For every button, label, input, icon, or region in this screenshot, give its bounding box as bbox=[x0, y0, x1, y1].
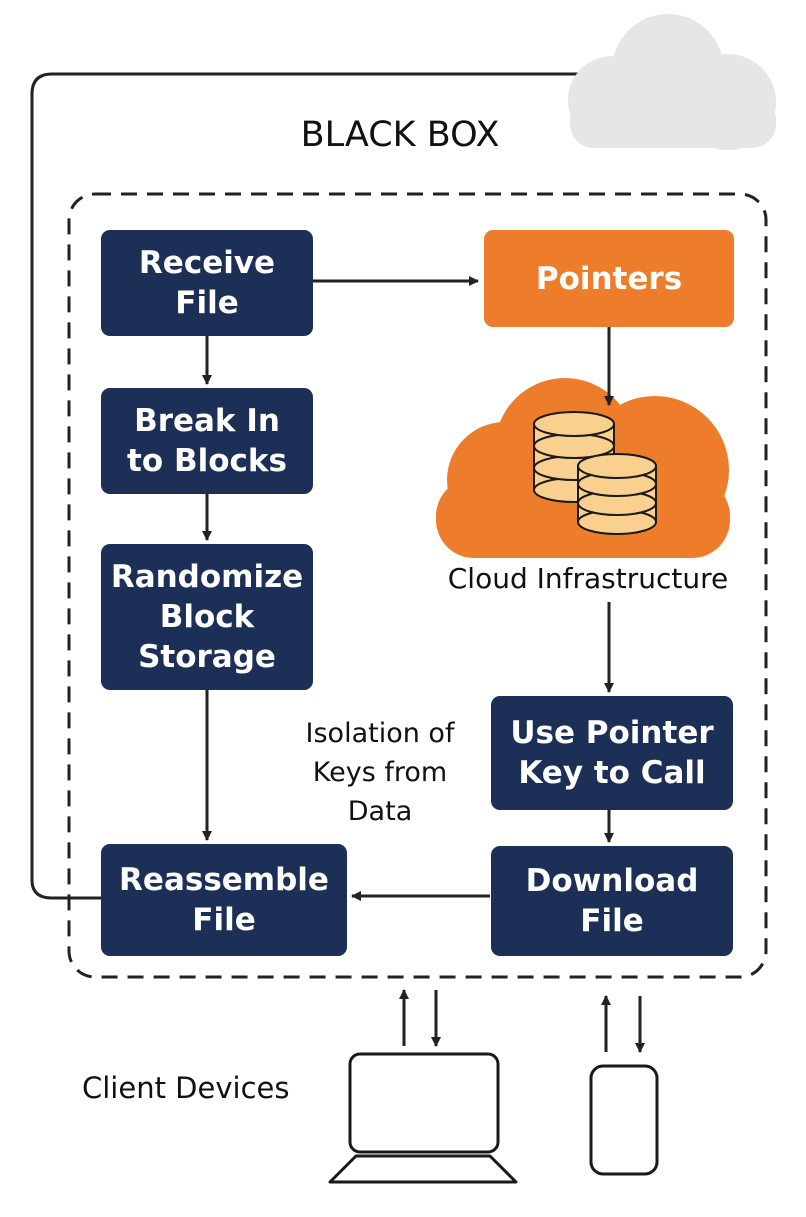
reassemble-file-box: Reassemble File bbox=[101, 844, 347, 956]
pointers-box: Pointers bbox=[484, 230, 734, 327]
isolation-label: Isolation of Keys from Data bbox=[305, 718, 455, 827]
database-icon bbox=[577, 453, 657, 535]
black-box-title: BLACK BOX bbox=[300, 115, 500, 155]
laptop-icon bbox=[328, 1052, 518, 1184]
cloud-icon bbox=[568, 14, 776, 150]
break-into-blocks-box: Break In to Blocks bbox=[101, 388, 313, 494]
use-pointer-key-box: Use Pointer Key to Call bbox=[491, 696, 733, 810]
flow-arrows bbox=[202, 276, 645, 1053]
cloud-infrastructure-label: Cloud Infrastructure bbox=[447, 562, 729, 595]
download-file-box: Download File bbox=[491, 846, 733, 956]
receive-file-box: Receive File bbox=[101, 230, 313, 336]
randomize-block-storage-box: Randomize Block Storage bbox=[101, 544, 313, 690]
client-devices-label: Client Devices bbox=[82, 1071, 290, 1105]
phone-icon bbox=[589, 1064, 659, 1176]
black-box-boundary bbox=[67, 192, 768, 979]
outer-loop-line bbox=[30, 72, 600, 900]
